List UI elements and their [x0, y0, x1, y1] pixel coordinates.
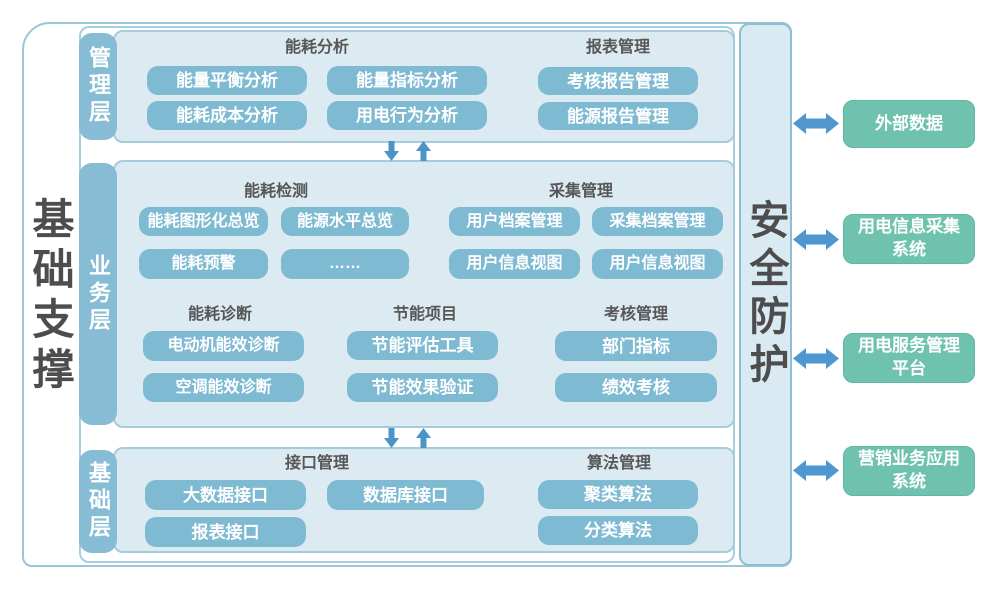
module-energy-cost-analysis: 能耗成本分析	[147, 101, 307, 130]
module-classification-algorithm: 分类算法	[538, 516, 698, 545]
module-energy-index-analysis: 能量指标分析	[327, 66, 487, 95]
module-bigdata-interface: 大数据接口	[145, 480, 306, 510]
external-system-external-data: 外部数据	[843, 100, 975, 148]
module-energy-balance-analysis: 能量平衡分析	[147, 66, 307, 95]
section-title-energy-diagnosis: 能耗诊断	[187, 306, 252, 323]
security-protection-label: 安全防护	[743, 198, 788, 391]
up-arrow-icon	[416, 141, 431, 161]
down-arrow-icon	[384, 141, 399, 161]
module-collection-archive-management: 采集档案管理	[592, 207, 723, 236]
down-arrow-icon	[384, 428, 399, 448]
section-title-energy-monitoring: 能耗检测	[243, 183, 308, 200]
module-user-archive-management: 用户档案管理	[449, 207, 580, 236]
left-right-double-arrow-icon	[793, 113, 839, 134]
external-system-electricity-info-collection: 用电信息采集 系统	[843, 214, 975, 264]
module-motor-efficiency-diagnosis: 电动机能效诊断	[143, 331, 304, 361]
module-energy-report-management: 能源报告管理	[538, 102, 698, 130]
module-department-indicator: 部门指标	[555, 331, 717, 361]
module-energy-saving-verification: 节能效果验证	[347, 373, 498, 402]
left-right-double-arrow-icon	[793, 460, 839, 481]
module-ellipsis-placeholder: ……	[281, 249, 409, 279]
module-database-interface: 数据库接口	[327, 480, 484, 510]
section-title-algorithm-management: 算法管理	[586, 455, 651, 472]
module-performance-assessment: 绩效考核	[555, 373, 717, 402]
external-system-marketing-business-app: 营销业务应用 系统	[843, 446, 975, 496]
section-title-energy-analysis: 能耗分析	[284, 39, 349, 56]
section-title-report-management: 报表管理	[585, 39, 650, 56]
left-right-double-arrow-icon	[793, 348, 839, 369]
module-energy-saving-evaluation-tool: 节能评估工具	[347, 331, 498, 360]
up-arrow-icon	[416, 428, 431, 448]
module-aircon-efficiency-diagnosis: 空调能效诊断	[143, 373, 304, 402]
section-title-interface-management: 接口管理	[284, 455, 349, 472]
external-system-electricity-service-platform: 用电服务管理 平台	[843, 333, 975, 383]
module-electricity-behavior-analysis: 用电行为分析	[327, 101, 487, 130]
module-user-info-view-1: 用户信息视图	[449, 249, 580, 279]
section-title-energy-saving-project: 节能项目	[392, 306, 457, 323]
foundation-support-label: 基础支撑	[27, 197, 74, 397]
section-title-collection-management: 采集管理	[548, 183, 613, 200]
module-report-interface: 报表接口	[145, 517, 306, 547]
module-energy-warning: 能耗预警	[139, 249, 268, 279]
business-layer-tab: 业务层	[79, 163, 117, 425]
module-energy-level-overview: 能源水平总览	[281, 207, 409, 236]
module-clustering-algorithm: 聚类算法	[538, 480, 698, 509]
left-right-double-arrow-icon	[793, 229, 839, 250]
management-layer-tab: 管理层	[79, 33, 117, 140]
security-protection-bar: 安全防护	[739, 23, 792, 566]
module-user-info-view-2: 用户信息视图	[592, 249, 723, 279]
section-title-assessment-management: 考核管理	[603, 306, 668, 323]
module-energy-graphic-overview: 能耗图形化总览	[139, 207, 268, 236]
base-layer-tab: 基础层	[79, 450, 117, 553]
module-assessment-report-management: 考核报告管理	[538, 67, 698, 95]
